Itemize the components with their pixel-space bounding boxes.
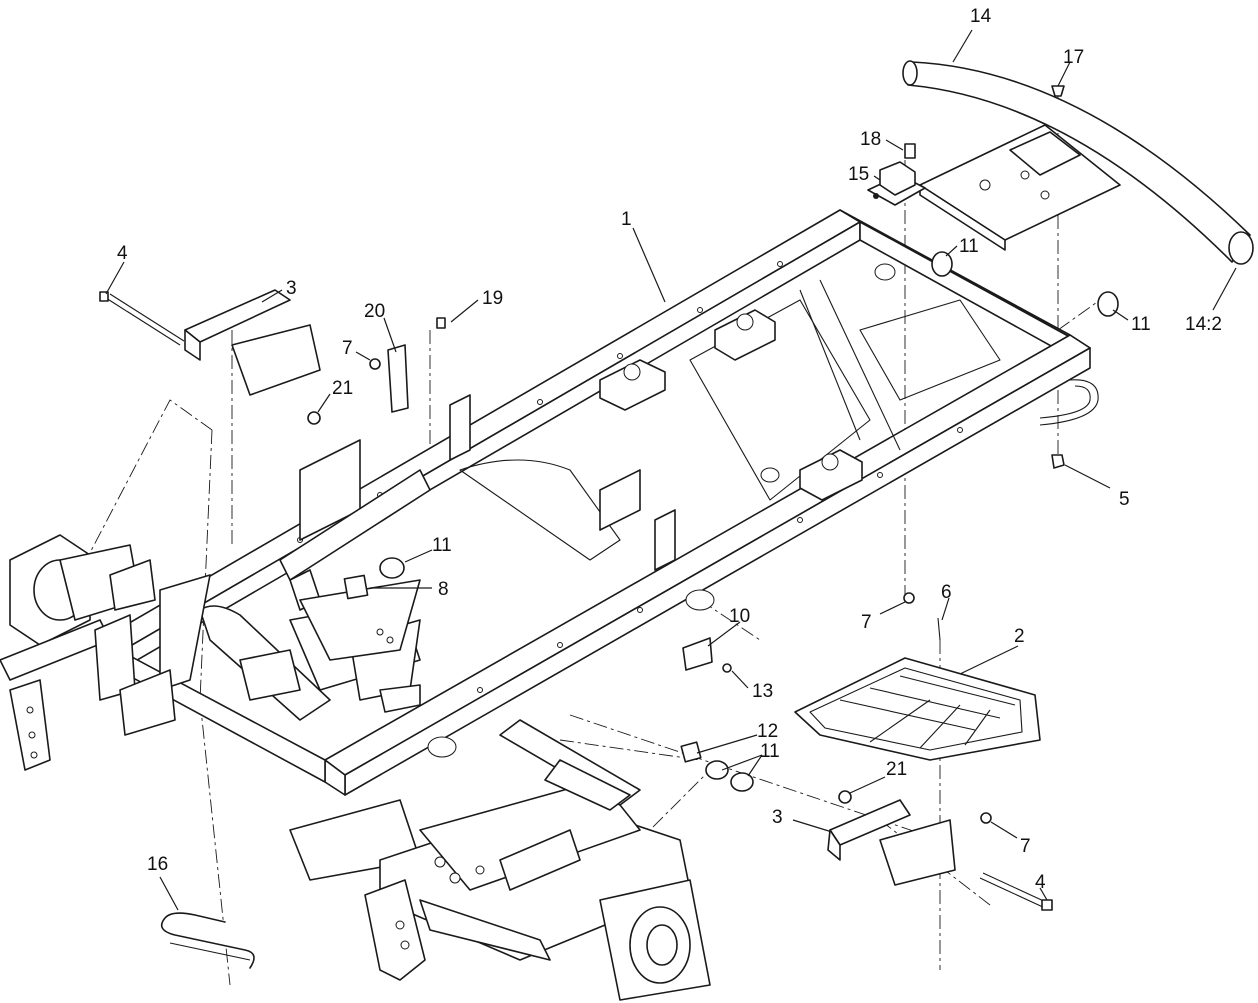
callout-17: 17: [1063, 47, 1084, 68]
callout-11-b: 11: [1131, 314, 1151, 335]
part-6-screw: [937, 617, 941, 641]
callout-1: 1: [621, 209, 632, 230]
callout-labels: 14 17 18 15 1 11 11 14:2 4 3 20 19 7 21 …: [117, 6, 1222, 893]
seat-plate: [919, 124, 1121, 251]
side-plates: [279, 439, 431, 661]
part-18-bolt: [904, 143, 916, 159]
callout-5: 5: [1119, 489, 1130, 510]
part-17-bolt: [1051, 85, 1065, 97]
callout-18: 18: [860, 129, 881, 150]
part-10-bracket: [682, 637, 732, 673]
part-15-mount: [867, 161, 926, 206]
part-5-nut: [1051, 454, 1065, 469]
callout-16: 16: [147, 854, 168, 875]
callout-10: 10: [729, 606, 750, 627]
part-2-platform: [794, 657, 1041, 761]
part-16-clip: [160, 912, 255, 969]
callout-7-mid: 7: [861, 612, 872, 633]
callout-8: 8: [438, 579, 449, 600]
leader-lines: [105, 29, 1237, 911]
part-19-bolt: [436, 317, 446, 329]
callout-7-top: 7: [342, 338, 353, 359]
callout-15: 15: [848, 164, 869, 185]
rear-axle-assembly: [289, 719, 711, 1001]
callout-3-top: 3: [286, 278, 297, 299]
part-7-nuts: [369, 358, 992, 824]
callout-11-a: 11: [959, 236, 979, 257]
callout-13: 13: [752, 681, 773, 702]
callout-4-bot: 4: [1035, 872, 1046, 893]
part-3-brackets: [184, 289, 956, 886]
callout-21-bot: 21: [886, 759, 907, 780]
callout-2: 2: [1014, 626, 1025, 647]
callout-19: 19: [482, 288, 503, 309]
part-8-plug: [343, 574, 369, 600]
callout-20: 20: [364, 301, 385, 322]
part-4-bolts: [99, 291, 1053, 911]
part-20-bracket: [387, 344, 409, 413]
callout-3-bot: 3: [772, 807, 783, 828]
part-21-nuts: [307, 411, 852, 804]
callout-21-top: 21: [332, 378, 353, 399]
callout-12: 12: [757, 721, 778, 742]
callout-4-top: 4: [117, 243, 128, 264]
callout-7-bot: 7: [1020, 836, 1031, 857]
callout-11-c: 11: [432, 535, 452, 556]
part-11-grommets: [379, 251, 1119, 792]
part-12-plug: [680, 741, 702, 763]
part-14-tube: [902, 60, 1254, 265]
callout-11-d: 11: [760, 741, 780, 762]
callout-14-2: 14:2: [1185, 314, 1222, 335]
callout-6: 6: [941, 582, 952, 603]
callout-14-top: 14: [970, 6, 992, 27]
